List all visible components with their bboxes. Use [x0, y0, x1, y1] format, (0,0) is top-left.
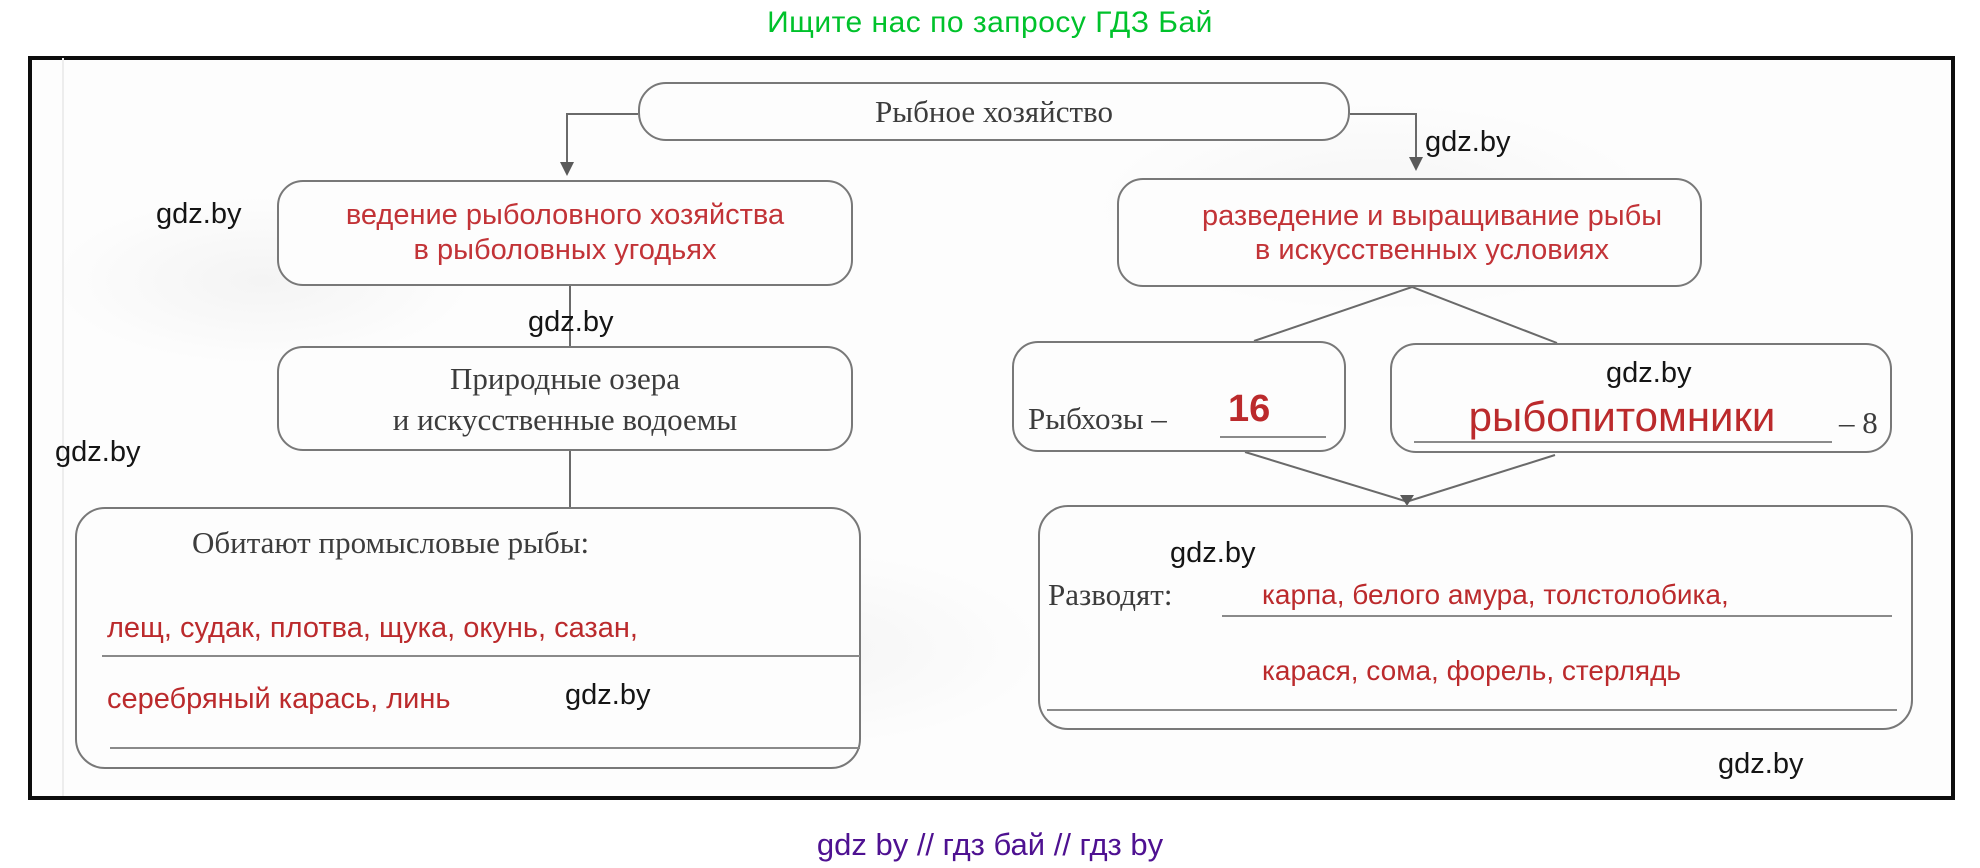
answer-underline [1222, 615, 1892, 617]
answer-underline [1220, 436, 1326, 438]
commercial-fish-answer-line2: серебряный карась, линь [107, 683, 451, 715]
gdz-watermark-7: gdz.by [1170, 537, 1256, 569]
gdz-watermark-2: gdz.by [1425, 126, 1511, 158]
node-fish-industry: Рыбное хозяйство [638, 82, 1350, 141]
promo-header-text: Ищите нас по запросу ГДЗ Бай [767, 6, 1213, 39]
connector-farms-to-breed [1244, 451, 1406, 502]
scan-edge-artifact [62, 58, 64, 796]
answer-underline [110, 747, 860, 749]
bred-species-label: Разводят: [1048, 577, 1173, 612]
node-fishing-management-line1: ведение рыболовного хозяйства [345, 199, 785, 231]
node-fish-industry-label: Рыбное хозяйство [875, 93, 1113, 129]
node-fish-breeding-line1: разведение и выращивание рыбы [1201, 199, 1663, 232]
node-bred-species: gdz.by Разводят: карпа, белого амура, то… [1038, 505, 1913, 730]
node-natural-lakes-line2: и искусственные водоемы [392, 401, 738, 437]
arrowhead-right [1409, 157, 1423, 171]
connector-root-to-right [1350, 113, 1417, 158]
fish-farms-label: Рыбхозы – [1028, 401, 1167, 436]
promo-footer-text: gdz by // гдз бай // гдз by [816, 827, 1164, 862]
answer-underline [1047, 709, 1897, 711]
gdz-watermark-6: gdz.by [1606, 357, 1692, 389]
answer-underline [1414, 441, 1832, 443]
connector-nursery-to-breed [1408, 454, 1556, 502]
fish-farms-answer: 16 [1228, 388, 1271, 430]
gdz-watermark-8: gdz.by [1718, 748, 1804, 780]
gdz-watermark-4: gdz.by [55, 436, 141, 468]
node-fish-breeding-line2: в искусственных условиях [1254, 233, 1610, 266]
bred-species-answer-line2: карася, сома, форель, стерлядь [1262, 655, 1682, 686]
gdz-watermark-1: gdz.by [156, 198, 242, 230]
node-fishing-management-line2: в рыболовных угодьях [413, 234, 717, 266]
fish-nurseries-count: – 8 [1839, 405, 1878, 440]
node-fish-farms: Рыбхозы – 16 [1012, 341, 1346, 452]
node-fishing-management: ведение рыболовного хозяйства в рыболовн… [277, 180, 853, 286]
node-commercial-fish-title: Обитают промысловые рыбы: [192, 525, 590, 560]
node-natural-lakes: Природные озера и искусственные водоемы [277, 346, 853, 451]
connector-root-to-left [566, 113, 638, 163]
gdz-watermark-5: gdz.by [565, 679, 651, 711]
connector-right1-split [1253, 285, 1558, 344]
node-commercial-fish: Обитают промысловые рыбы: лещ, судак, пл… [75, 507, 861, 769]
commercial-fish-answer-line1: лещ, судак, плотва, щука, окунь, сазан, [107, 612, 638, 644]
gdz-watermark-3: gdz.by [528, 306, 614, 338]
arrowhead-left [560, 162, 574, 176]
node-fish-nurseries: gdz.by рыбопитомники – 8 [1390, 343, 1892, 453]
node-fish-breeding: разведение и выращивание рыбы в искусств… [1117, 178, 1702, 287]
arrowhead-breed [1400, 495, 1414, 506]
node-natural-lakes-line1: Природные озера [449, 360, 681, 396]
bred-species-answer-line1: карпа, белого амура, толстолобика, [1262, 579, 1729, 610]
fish-nurseries-answer: рыбопитомники [1468, 393, 1776, 440]
answer-underline [102, 655, 860, 657]
